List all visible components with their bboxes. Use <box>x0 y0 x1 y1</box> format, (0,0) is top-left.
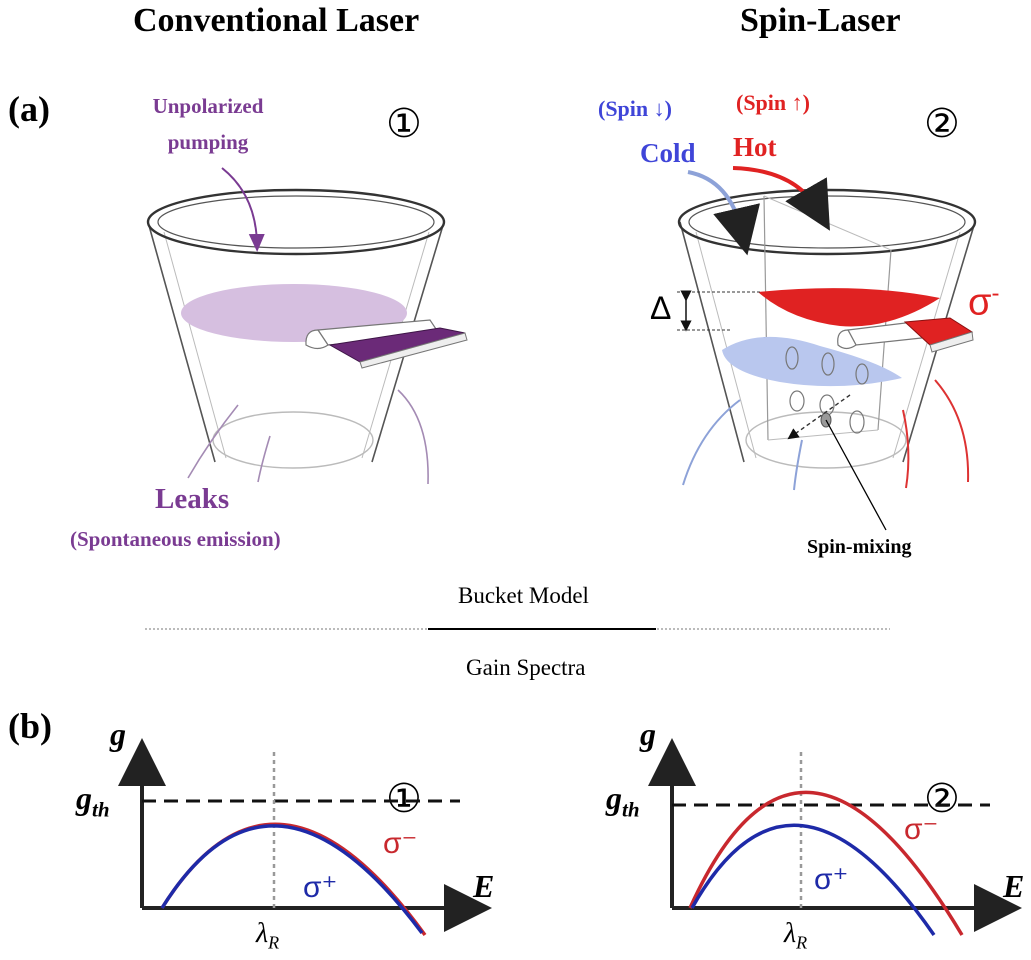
left-bucket-rim <box>146 188 446 256</box>
panel-b-label: (b) <box>8 706 52 746</box>
spin-up-level <box>758 288 940 327</box>
cold-label: Cold <box>640 138 696 168</box>
right-lambda-label: λR <box>784 918 807 954</box>
sigma-minus-bucket-label: σ- <box>968 280 999 325</box>
pump-label-line1: Unpolarized <box>152 94 264 118</box>
right-sigma-plus-label: σ⁺ <box>814 863 849 896</box>
right-lambda-sub: R <box>796 932 808 953</box>
left-sigma-plus-label: σ⁺ <box>303 871 338 904</box>
right-threshold-sub: th <box>622 797 640 822</box>
hot-arrow <box>732 166 830 231</box>
left-bucket-bottom <box>212 411 374 469</box>
right-bucket-rim <box>677 188 977 256</box>
left-threshold-sub: th <box>92 797 110 822</box>
right-sigma-minus-label: σ⁻ <box>904 813 939 846</box>
left-sigma-minus-label: σ⁻ <box>383 827 418 860</box>
spin-down-level <box>722 336 902 387</box>
leaks-label: Leaks <box>155 483 230 515</box>
spin-bucket <box>677 166 977 531</box>
delta-label: Δ <box>650 290 672 326</box>
panel-a-label: (a) <box>8 89 50 129</box>
right-curve-sigma-plus <box>690 823 936 936</box>
spin-mixing-label: Spin-mixing <box>807 536 912 558</box>
left-threshold-main: g <box>76 780 92 816</box>
conventional-laser-title: Conventional Laser <box>133 2 420 39</box>
left-lambda-sub: R <box>268 932 280 953</box>
hot-label: Hot <box>733 132 777 162</box>
cold-arrow <box>687 170 760 256</box>
bucket-model-title: Bucket Model <box>458 583 589 608</box>
pumping-arrow <box>221 167 265 252</box>
conventional-bucket <box>146 167 468 485</box>
spin-down-label: (Spin ↓) <box>598 96 672 121</box>
right-curve-sigma-minus <box>688 790 964 936</box>
spin-up-label: (Spin ↑) <box>736 90 810 115</box>
left-lambda-main: λ <box>256 918 269 949</box>
right-lambda-main: λ <box>784 918 797 949</box>
left-lambda-label: λR <box>256 918 279 954</box>
panel-a-left-number: ① <box>386 101 422 146</box>
panel-a-right-number: ② <box>924 101 960 146</box>
right-gain-plot <box>648 738 1022 936</box>
right-threshold-label: gth <box>606 780 640 822</box>
right-threshold-main: g <box>606 780 622 816</box>
gain-spectra-title: Gain Spectra <box>466 655 586 680</box>
spin-laser-title: Spin-Laser <box>740 2 901 39</box>
pump-label: Unpolarized pumping <box>128 88 288 160</box>
panel-b-left-number: ① <box>386 776 422 821</box>
sigma-minus-sup: - <box>991 280 1000 307</box>
spin-mixing-arrow <box>787 394 851 440</box>
left-curve-sigma-plus <box>160 824 424 935</box>
panel-b-right-number: ② <box>924 776 960 821</box>
pump-label-line2: pumping <box>167 130 249 154</box>
leaks-note: (Spontaneous emission) <box>70 527 281 551</box>
sigma-minus-symbol: σ <box>968 281 992 324</box>
left-threshold-label: gth <box>76 780 110 822</box>
left-curve-sigma-minus <box>160 822 427 937</box>
left-gain-plot <box>118 738 492 937</box>
